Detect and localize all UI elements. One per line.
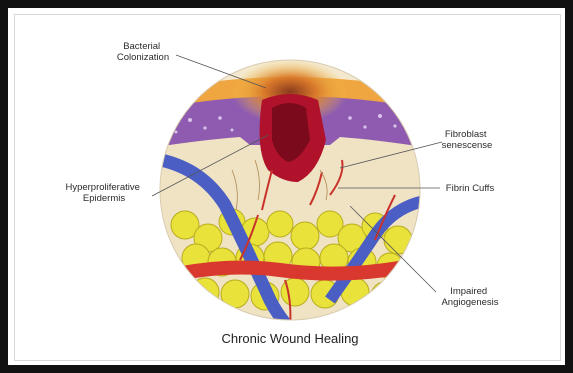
diagram-caption: Chronic Wound Healing [221, 331, 358, 346]
label-fibrin-cuffs: Fibrin Cuffs [446, 183, 495, 194]
label-bacterial-colonization: Bacterial Colonization [117, 41, 169, 63]
label-fibroblast-senescence: Fibroblast senescense [442, 129, 493, 151]
artery-main [150, 262, 430, 280]
label-hyperproliferative-epidermis: Hyperproliferative Epidermis [65, 182, 142, 204]
label-impaired-angiogenesis: Impaired Angiogenesis [441, 286, 498, 308]
skin-cross-section [150, 55, 430, 340]
